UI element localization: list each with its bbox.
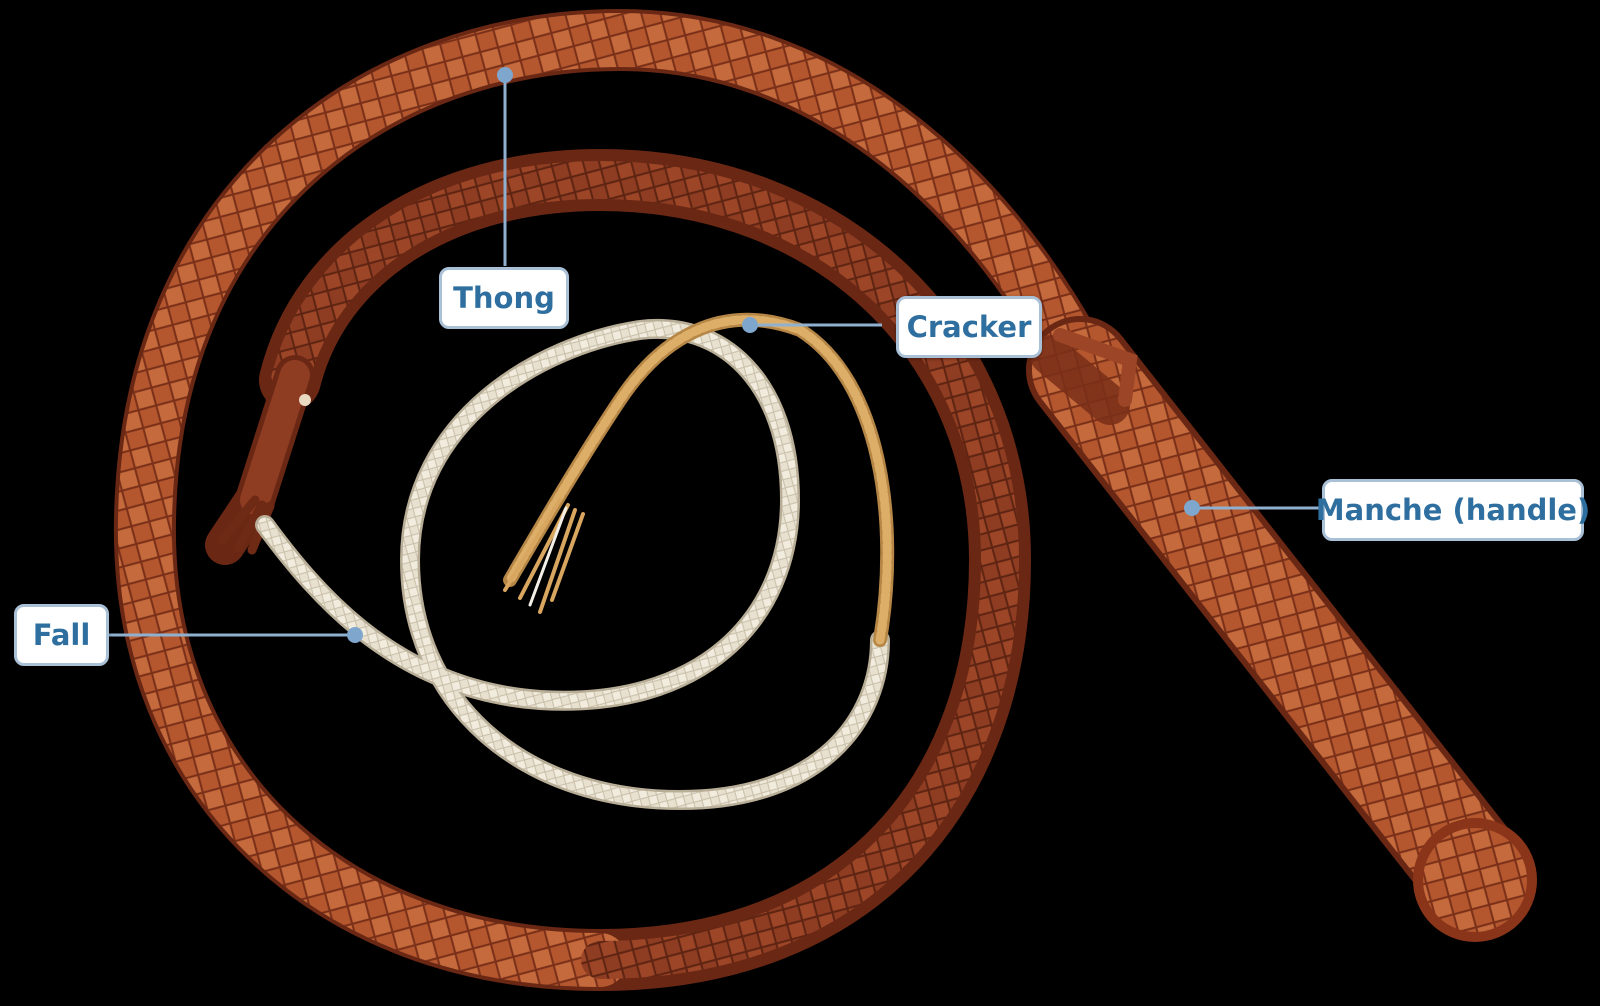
fall-cord bbox=[255, 318, 890, 811]
fall-leader-dot bbox=[347, 627, 363, 643]
handle bbox=[1026, 316, 1537, 942]
thong-keeper-knot bbox=[205, 355, 315, 565]
cracker-tail bbox=[503, 312, 895, 647]
label-fall: Fall bbox=[14, 604, 109, 666]
label-handle: Manche (handle) bbox=[1316, 479, 1590, 541]
leader-lines bbox=[108, 67, 1323, 643]
cracker-leader-dot bbox=[742, 317, 758, 333]
handle-leader-dot bbox=[1184, 500, 1200, 516]
thong-outer bbox=[113, 8, 1106, 992]
thong-leader-dot bbox=[497, 67, 513, 83]
label-cracker: Cracker bbox=[896, 296, 1042, 358]
label-thong: Thong bbox=[439, 267, 569, 329]
